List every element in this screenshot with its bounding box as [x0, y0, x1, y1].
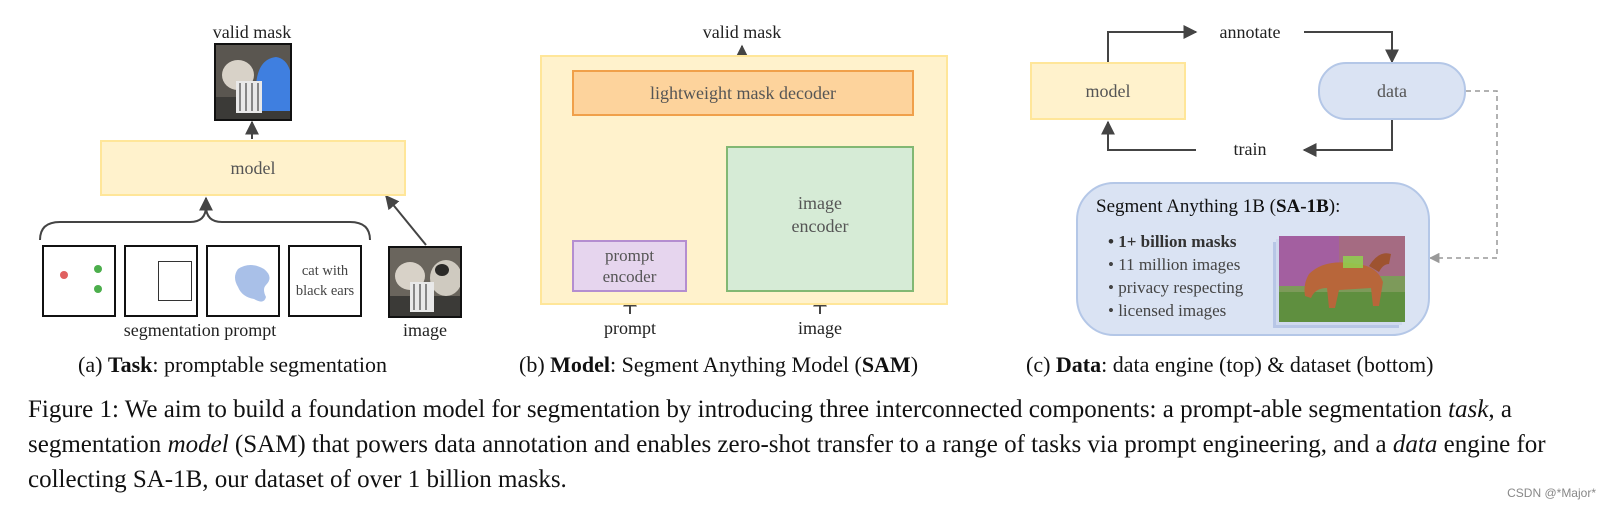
train-label: train: [1233, 139, 1267, 159]
figure-caption-model: model: [167, 431, 229, 458]
segmentation-prompt-label: segmentation prompt: [123, 320, 277, 340]
positive-point-icon: [94, 265, 102, 273]
arrow-train-to-model: [1101, 120, 1196, 151]
valid-mask-label-a: valid mask: [212, 22, 292, 42]
arrow-model-to-annotate: [1107, 25, 1198, 62]
figure-caption-part2: , a segmentation: [28, 396, 1512, 458]
caption-b-end: ): [910, 352, 919, 377]
input-image-a: [388, 246, 462, 318]
prompt-points-box: [42, 245, 116, 317]
caption-c-rest: : data engine (top) & dataset (bottom): [1101, 352, 1434, 377]
figure-caption-data: data: [1392, 431, 1438, 458]
figure-caption-part4: engine for collecting SA-1B, our dataset…: [28, 431, 1546, 493]
caption-b-bold2: SAM: [861, 352, 911, 377]
figure-caption-part3: (SAM) that powers data annotation and en…: [228, 431, 1393, 458]
caption-c-prefix: (c): [1026, 352, 1056, 377]
model-box-a: model: [100, 140, 406, 196]
caption-a: (a) Task: promptable segmentation: [78, 352, 387, 378]
bullet-billion-masks: • 1+ billion masks: [1108, 232, 1237, 251]
caption-b-prefix: (b): [519, 352, 551, 377]
arrow-data-to-train: [1302, 120, 1393, 157]
figure-caption-task: task: [1448, 396, 1489, 423]
dataset-title-post: ):: [1328, 196, 1341, 217]
dataset-bullets: • 1+ billion masks • 11 million images •…: [1108, 230, 1243, 322]
prompt-label-b: prompt: [604, 318, 656, 338]
caption-b: (b) Model: Segment Anything Model (SAM): [519, 352, 918, 378]
prompt-encoder-box: prompt encoder: [572, 240, 687, 292]
dataset-title: Segment Anything 1B (SA-1B):: [1096, 196, 1340, 218]
model-box-c: model: [1030, 62, 1186, 120]
bullet-privacy: • privacy respecting: [1108, 278, 1244, 297]
mask-image-a: [214, 43, 292, 121]
prompt-text: cat with black ears: [295, 263, 355, 299]
dataset-title-bold: SA-1B: [1275, 196, 1329, 217]
annotate-label: annotate: [1219, 22, 1281, 42]
image-label-a: image: [403, 320, 447, 340]
caption-c: (c) Data: data engine (top) & dataset (b…: [1026, 352, 1433, 378]
figure-caption-part1: Figure 1: We aim to build a foundation m…: [28, 396, 1449, 423]
dataset-title-pre: Segment Anything 1B (: [1096, 196, 1276, 217]
caption-b-mid: : Segment Anything Model (: [610, 352, 862, 377]
caption-b-bold: Model: [550, 352, 611, 377]
positive-point-icon: [94, 285, 102, 293]
bounding-box-icon: [158, 261, 192, 301]
arrow-image-to-model-a: [385, 194, 427, 246]
prompt-box-box: [124, 245, 198, 317]
brace: [39, 205, 371, 241]
valid-mask-label-b: valid mask: [702, 22, 782, 42]
blob-mask-icon: [235, 265, 270, 302]
caption-a-bold: Task: [107, 352, 153, 377]
prompt-text-box: cat with black ears: [288, 245, 362, 317]
prompt-mask-box: [206, 245, 280, 317]
image-label-b: image: [798, 318, 842, 338]
watermark: CSDN @*Major*: [1507, 486, 1596, 500]
caption-a-prefix: (a): [78, 352, 108, 377]
data-box: data: [1318, 62, 1466, 120]
mask-decoder-box: lightweight mask decoder: [572, 70, 914, 116]
negative-point-icon: [60, 271, 68, 279]
bullet-million-images: • 11 million images: [1108, 255, 1241, 274]
bullet-licensed: • licensed images: [1108, 301, 1227, 320]
caption-a-rest: : promptable segmentation: [152, 352, 387, 377]
caption-c-bold: Data: [1055, 352, 1102, 377]
sa1b-sample-image: [1279, 236, 1405, 322]
image-encoder-box: image encoder: [726, 146, 914, 292]
arrow-annotate-to-data: [1304, 31, 1399, 64]
figure-caption: Figure 1: We aim to build a foundation m…: [28, 392, 1548, 497]
